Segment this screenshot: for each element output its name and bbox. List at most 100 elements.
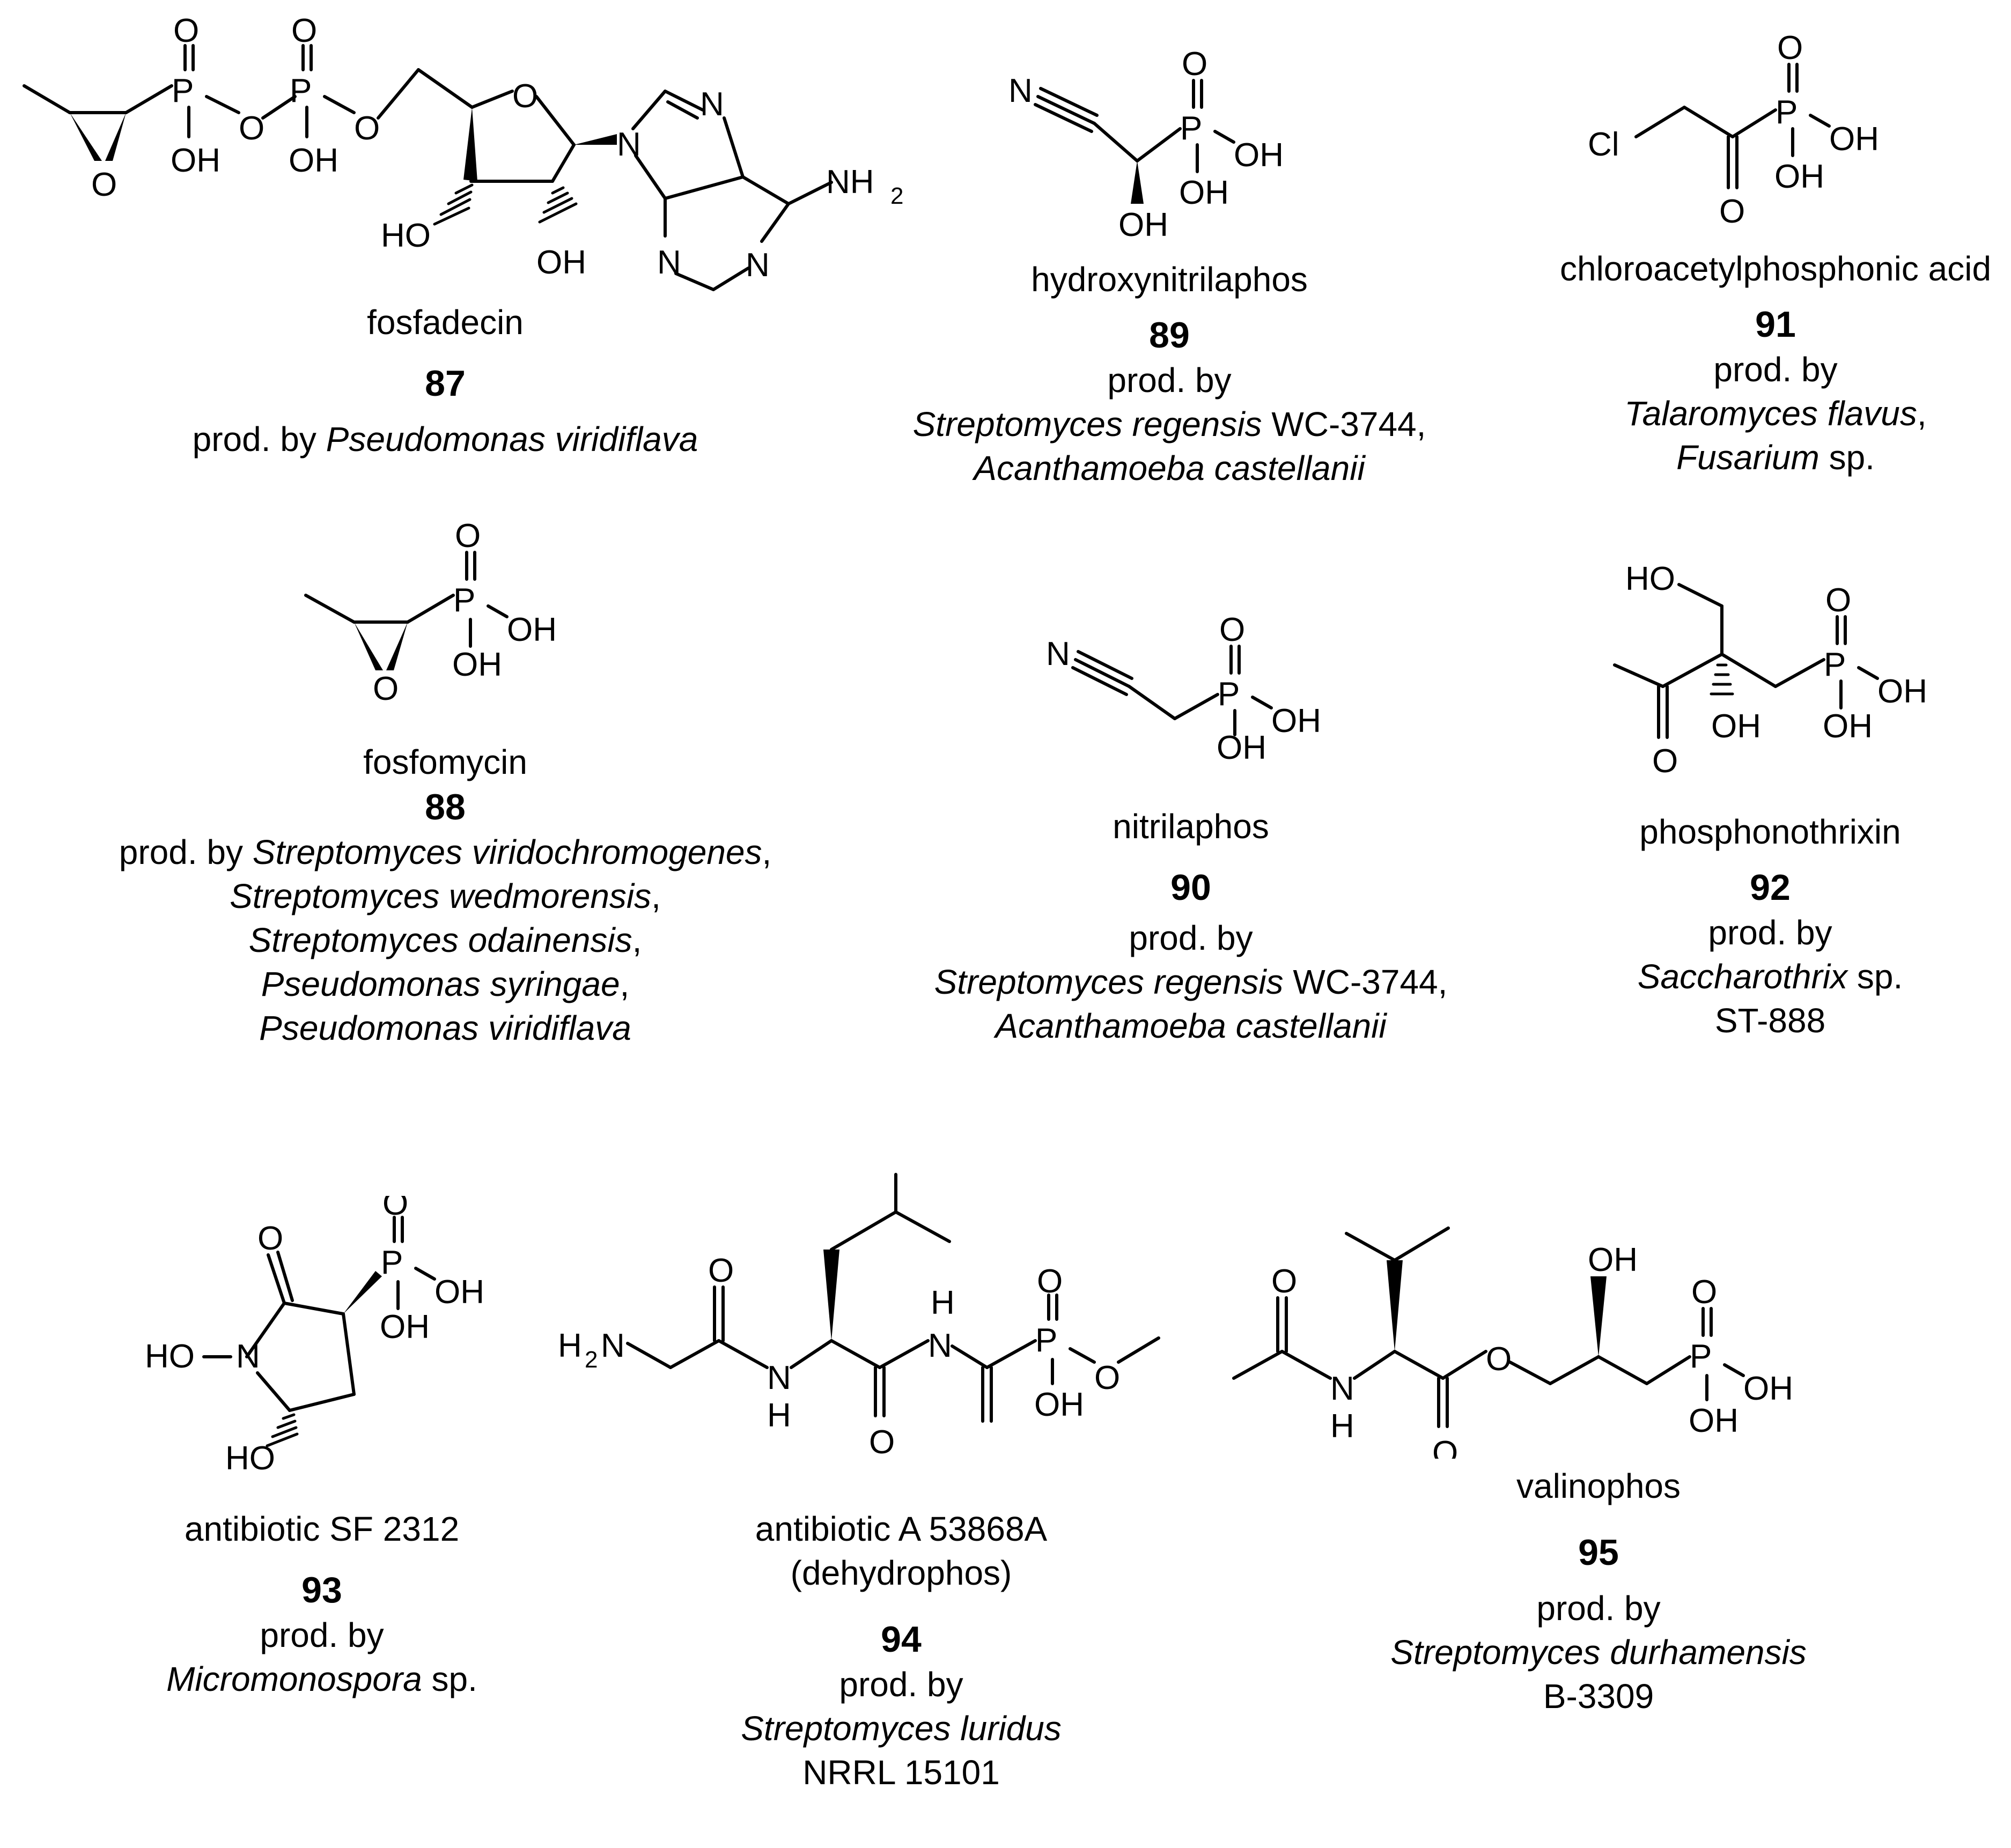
svg-text:OH: OH <box>452 646 502 683</box>
svg-text:P: P <box>1218 676 1240 713</box>
compound-number-92: 92 <box>1750 867 1791 908</box>
producer-89-1: Streptomyces regensis WC-3744, <box>912 405 1426 443</box>
producer-88-2: Streptomyces wedmorensis, <box>230 877 661 915</box>
svg-text:P: P <box>453 582 475 619</box>
producer-88-1: prod. by Streptomyces viridochromogenes, <box>119 833 772 871</box>
svg-text:O: O <box>1271 1263 1297 1300</box>
caption-89: hydroxynitrilaphos 89 prod. by Streptomy… <box>848 257 1491 490</box>
svg-text:P: P <box>290 72 312 109</box>
svg-text:OH: OH <box>1234 137 1284 174</box>
structure-91-chloroacetylphosphonic-acid: Cl O P O OH OH <box>1588 29 1879 230</box>
svg-text:O: O <box>708 1252 734 1289</box>
producer-label-91: prod. by <box>1713 350 1838 389</box>
compound-name-94: antibiotic A 53868A <box>755 1510 1048 1548</box>
svg-text:P: P <box>1690 1338 1712 1375</box>
structure-95-valinophos: O N H O O OH P O OH OH <box>1232 1226 1793 1459</box>
svg-text:O: O <box>91 166 117 203</box>
svg-text:O: O <box>455 518 481 555</box>
svg-text:OH: OH <box>1271 703 1321 740</box>
compound-number-87: 87 <box>425 363 466 404</box>
svg-text:OH: OH <box>1823 708 1873 745</box>
structure-90-nitrilaphos: N P O OH OH <box>1046 611 1321 762</box>
svg-text:O: O <box>1037 1263 1063 1300</box>
svg-text:OH: OH <box>507 611 557 648</box>
svg-text:O: O <box>354 110 380 147</box>
svg-text:OH: OH <box>289 142 338 179</box>
svg-text:O: O <box>1486 1341 1512 1378</box>
compound-name-93: antibiotic SF 2312 <box>184 1510 460 1548</box>
svg-text:OH: OH <box>1217 729 1266 762</box>
svg-text:O: O <box>373 670 399 707</box>
svg-text:O: O <box>1094 1359 1120 1396</box>
compound-name-92: phosphonothrixin <box>1639 812 1901 851</box>
svg-text:P: P <box>1776 94 1798 131</box>
svg-text:OH: OH <box>1829 121 1879 158</box>
svg-text:OH: OH <box>1743 1370 1793 1407</box>
svg-text:N: N <box>1330 1370 1354 1407</box>
svg-text:O: O <box>257 1220 283 1257</box>
svg-text:N: N <box>767 1359 791 1396</box>
compound-name-88: fosfomycin <box>363 743 527 781</box>
svg-text:N: N <box>1046 635 1070 672</box>
svg-text:P: P <box>1824 646 1846 683</box>
producer-95-2: B-3309 <box>1543 1677 1654 1716</box>
producer-label-93: prod. by <box>260 1616 384 1654</box>
svg-text:N: N <box>236 1338 260 1375</box>
svg-text:HO: HO <box>225 1440 275 1477</box>
svg-text:HO: HO <box>1625 560 1675 597</box>
svg-text:O: O <box>1182 46 1207 83</box>
svg-text:P: P <box>381 1244 403 1281</box>
svg-text:O: O <box>239 110 264 147</box>
svg-text:2: 2 <box>890 183 903 209</box>
producer-95-1: Streptomyces durhamensis <box>1390 1633 1807 1672</box>
svg-text:N: N <box>928 1327 952 1364</box>
svg-text:H: H <box>558 1327 582 1364</box>
compound-name-95: valinophos <box>1516 1467 1681 1505</box>
caption-94: antibiotic A 53868A (dehydrophos) 94 pro… <box>633 1507 1169 1794</box>
compound-number-89: 89 <box>1149 315 1190 356</box>
structure-88-fosfomycin: O P O OH OH <box>304 518 557 707</box>
compound-number-95: 95 <box>1578 1532 1619 1573</box>
svg-text:H: H <box>1330 1408 1354 1445</box>
producer-93-1: Micromonospora sp. <box>166 1660 477 1698</box>
svg-text:H: H <box>931 1284 955 1321</box>
svg-text:O: O <box>173 12 199 49</box>
caption-92: phosphonothrixin 92 prod. by Saccharothr… <box>1556 810 1985 1043</box>
svg-text:P: P <box>172 72 194 109</box>
structure-92-phosphonothrixin: HO O OH P O OH OH <box>1613 560 1927 780</box>
caption-91: chloroacetylphosphonic acid 91 prod. by … <box>1545 247 2006 479</box>
svg-text:P: P <box>1180 110 1202 147</box>
svg-text:OH: OH <box>1034 1386 1084 1423</box>
svg-text:OH: OH <box>1774 158 1824 195</box>
svg-text:O: O <box>1691 1274 1717 1311</box>
caption-87: fosfadecin 87 prod. by Pseudomonas virid… <box>97 300 794 461</box>
caption-95: valinophos 95 prod. by Streptomyces durh… <box>1330 1464 1867 1718</box>
producer-88-4: Pseudomonas syringae, <box>261 965 630 1003</box>
svg-text:O: O <box>1432 1435 1458 1459</box>
svg-text:OH: OH <box>1877 673 1927 710</box>
svg-text:OH: OH <box>536 244 586 281</box>
svg-text:Cl: Cl <box>1588 126 1619 163</box>
structure-89-hydroxynitrilaphos: N OH P O OH OH <box>1008 46 1284 243</box>
svg-text:N: N <box>1008 72 1033 109</box>
svg-text:O: O <box>382 1196 408 1222</box>
producer-label-89: prod. by <box>1107 361 1232 400</box>
svg-text:O: O <box>512 78 538 115</box>
structure-94-dehydrophos: H 2 N O N H O N H P O O OH <box>558 1173 1160 1461</box>
producer-90-1: Streptomyces regensis WC-3744, <box>934 963 1448 1001</box>
producer-91-1: Talaromyces flavus, <box>1624 394 1927 433</box>
svg-text:O: O <box>1652 743 1678 780</box>
svg-text:OH: OH <box>171 142 220 179</box>
svg-text:HO: HO <box>381 217 431 254</box>
svg-text:N: N <box>601 1327 625 1364</box>
svg-text:OH: OH <box>380 1309 430 1346</box>
caption-88: fosfomycin 88 prod. by Streptomyces viri… <box>43 740 848 1050</box>
compound-number-93: 93 <box>301 1570 342 1610</box>
structure-87-fosfadecin: O P O OH O P O OH O O HO OH N <box>23 12 903 291</box>
compound-number-88: 88 <box>425 787 466 827</box>
producer-label-94: prod. by <box>839 1665 963 1704</box>
compound-name-90: nitrilaphos <box>1113 807 1269 846</box>
producer-88-5: Pseudomonas viridiflava <box>259 1009 631 1047</box>
producer-94-2: NRRL 15101 <box>802 1753 1000 1792</box>
